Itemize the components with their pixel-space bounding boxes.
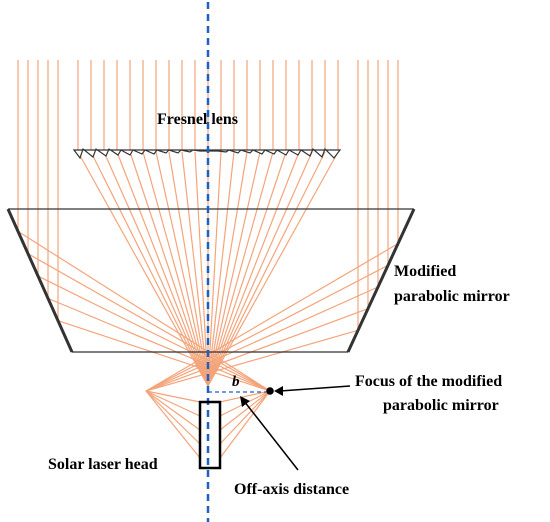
sun-ray <box>207 151 222 387</box>
sun-ray <box>219 390 271 403</box>
off-axis-arrow <box>240 396 299 471</box>
sun-ray <box>129 151 209 387</box>
sun-ray <box>145 329 359 392</box>
sun-ray <box>27 253 271 392</box>
focus-label-line2: parabolic mirror <box>383 397 499 414</box>
sun-ray <box>194 151 209 387</box>
sun-rays <box>17 60 399 459</box>
sun-ray <box>207 151 235 387</box>
sun-ray <box>207 151 313 387</box>
sun-ray <box>145 390 201 431</box>
sun-ray <box>155 151 209 387</box>
mirror-label-line2: parabolic mirror <box>394 288 510 305</box>
sun-ray <box>47 297 271 392</box>
sun-ray <box>103 151 209 387</box>
off-axis-label: Off-axis distance <box>234 481 349 498</box>
sun-ray <box>116 151 209 387</box>
sun-ray <box>37 275 271 392</box>
sun-ray <box>142 151 209 387</box>
sun-ray <box>145 264 389 392</box>
sun-ray <box>90 151 209 387</box>
sun-ray <box>145 390 201 403</box>
sun-ray <box>207 151 326 387</box>
sun-ray <box>219 390 271 431</box>
sun-ray <box>219 390 271 445</box>
sun-ray <box>57 320 271 392</box>
focus-arrow <box>274 385 351 396</box>
focus-label-line1: Focus of the modified <box>355 373 502 390</box>
sun-ray <box>77 151 209 387</box>
laser-head-label: Solar laser head <box>48 456 158 473</box>
sun-ray <box>145 308 369 392</box>
sun-ray <box>219 390 271 459</box>
sun-ray <box>17 230 271 392</box>
modified-parabolic-mirror <box>6 208 416 353</box>
sun-ray <box>145 243 399 392</box>
sun-ray <box>181 151 209 387</box>
mirror-focus-point <box>266 387 274 395</box>
sun-ray <box>145 390 201 417</box>
sun-ray <box>207 151 261 387</box>
sun-ray <box>145 286 379 392</box>
mirror-label-line1: Modified <box>394 263 456 280</box>
sun-ray <box>145 390 201 459</box>
offset-b-label: b <box>232 374 240 390</box>
sun-ray <box>207 151 248 387</box>
fresnel-lens-label: Fresnel lens <box>157 111 238 128</box>
sun-ray <box>145 390 201 445</box>
solar-laser-head <box>198 400 222 470</box>
sun-ray <box>207 151 274 387</box>
sun-ray <box>207 151 300 387</box>
sun-ray <box>207 151 287 387</box>
